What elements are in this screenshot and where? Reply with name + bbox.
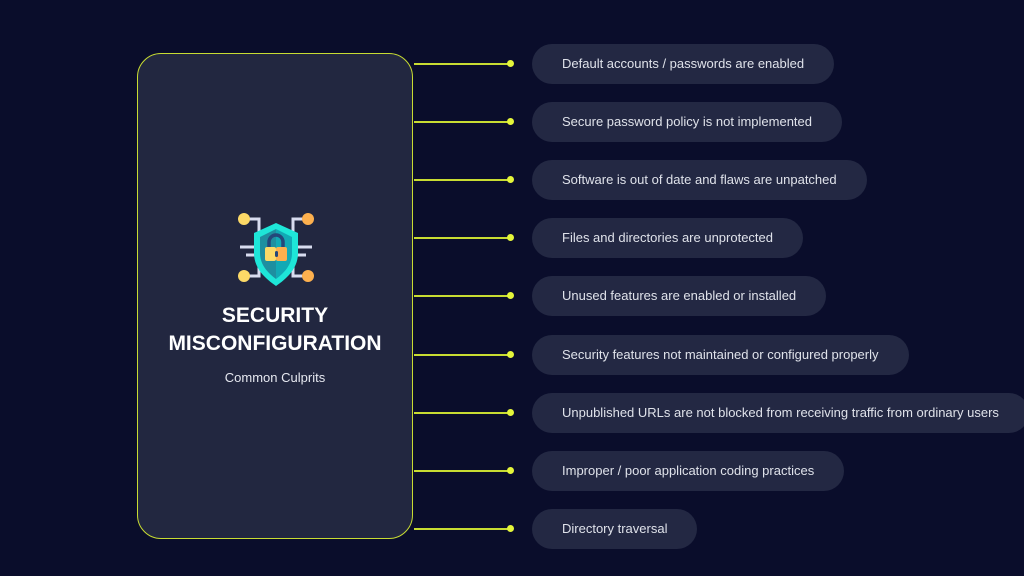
connector-dot [507,118,514,125]
shield-lock-icon [238,213,314,286]
connector-dot [507,176,514,183]
connector-line [414,295,511,297]
connector-dot [507,292,514,299]
summary-card: SECURITY MISCONFIGURATION Common Culprit… [137,53,413,539]
culprit-pill: Default accounts / passwords are enabled [532,44,835,84]
connector-line [414,354,511,356]
connector-dot [507,234,514,241]
culprit-pill: Directory traversal [532,509,698,549]
connector-dot [507,351,514,358]
connector-dot [507,409,514,416]
card-subtitle: Common Culprits [224,370,326,385]
connector-line [414,237,511,239]
connector-dot [507,60,514,67]
connector-line [414,121,511,123]
culprit-pill: Improper / poor application coding pract… [532,451,845,491]
connector-dot [507,467,514,474]
culprit-pill: Files and directories are unprotected [532,218,804,258]
culprit-pill: Unused features are enabled or installed [532,276,827,316]
connector-line [414,63,511,65]
connector-line [414,528,511,530]
culprit-pill: Software is out of date and flaws are un… [532,160,867,200]
connector-dot [507,525,514,532]
title-line-1: SECURITY [221,304,329,327]
connector-line [414,179,511,181]
card-title: SECURITY MISCONFIGURATION [138,302,412,358]
culprit-pill: Secure password policy is not implemente… [532,102,843,142]
culprit-pill: Unpublished URLs are not blocked from re… [532,393,1024,433]
culprit-pill: Security features not maintained or conf… [532,335,909,375]
connector-line [414,412,511,414]
connector-line [414,470,511,472]
title-line-2: MISCONFIGURATION [168,332,382,355]
